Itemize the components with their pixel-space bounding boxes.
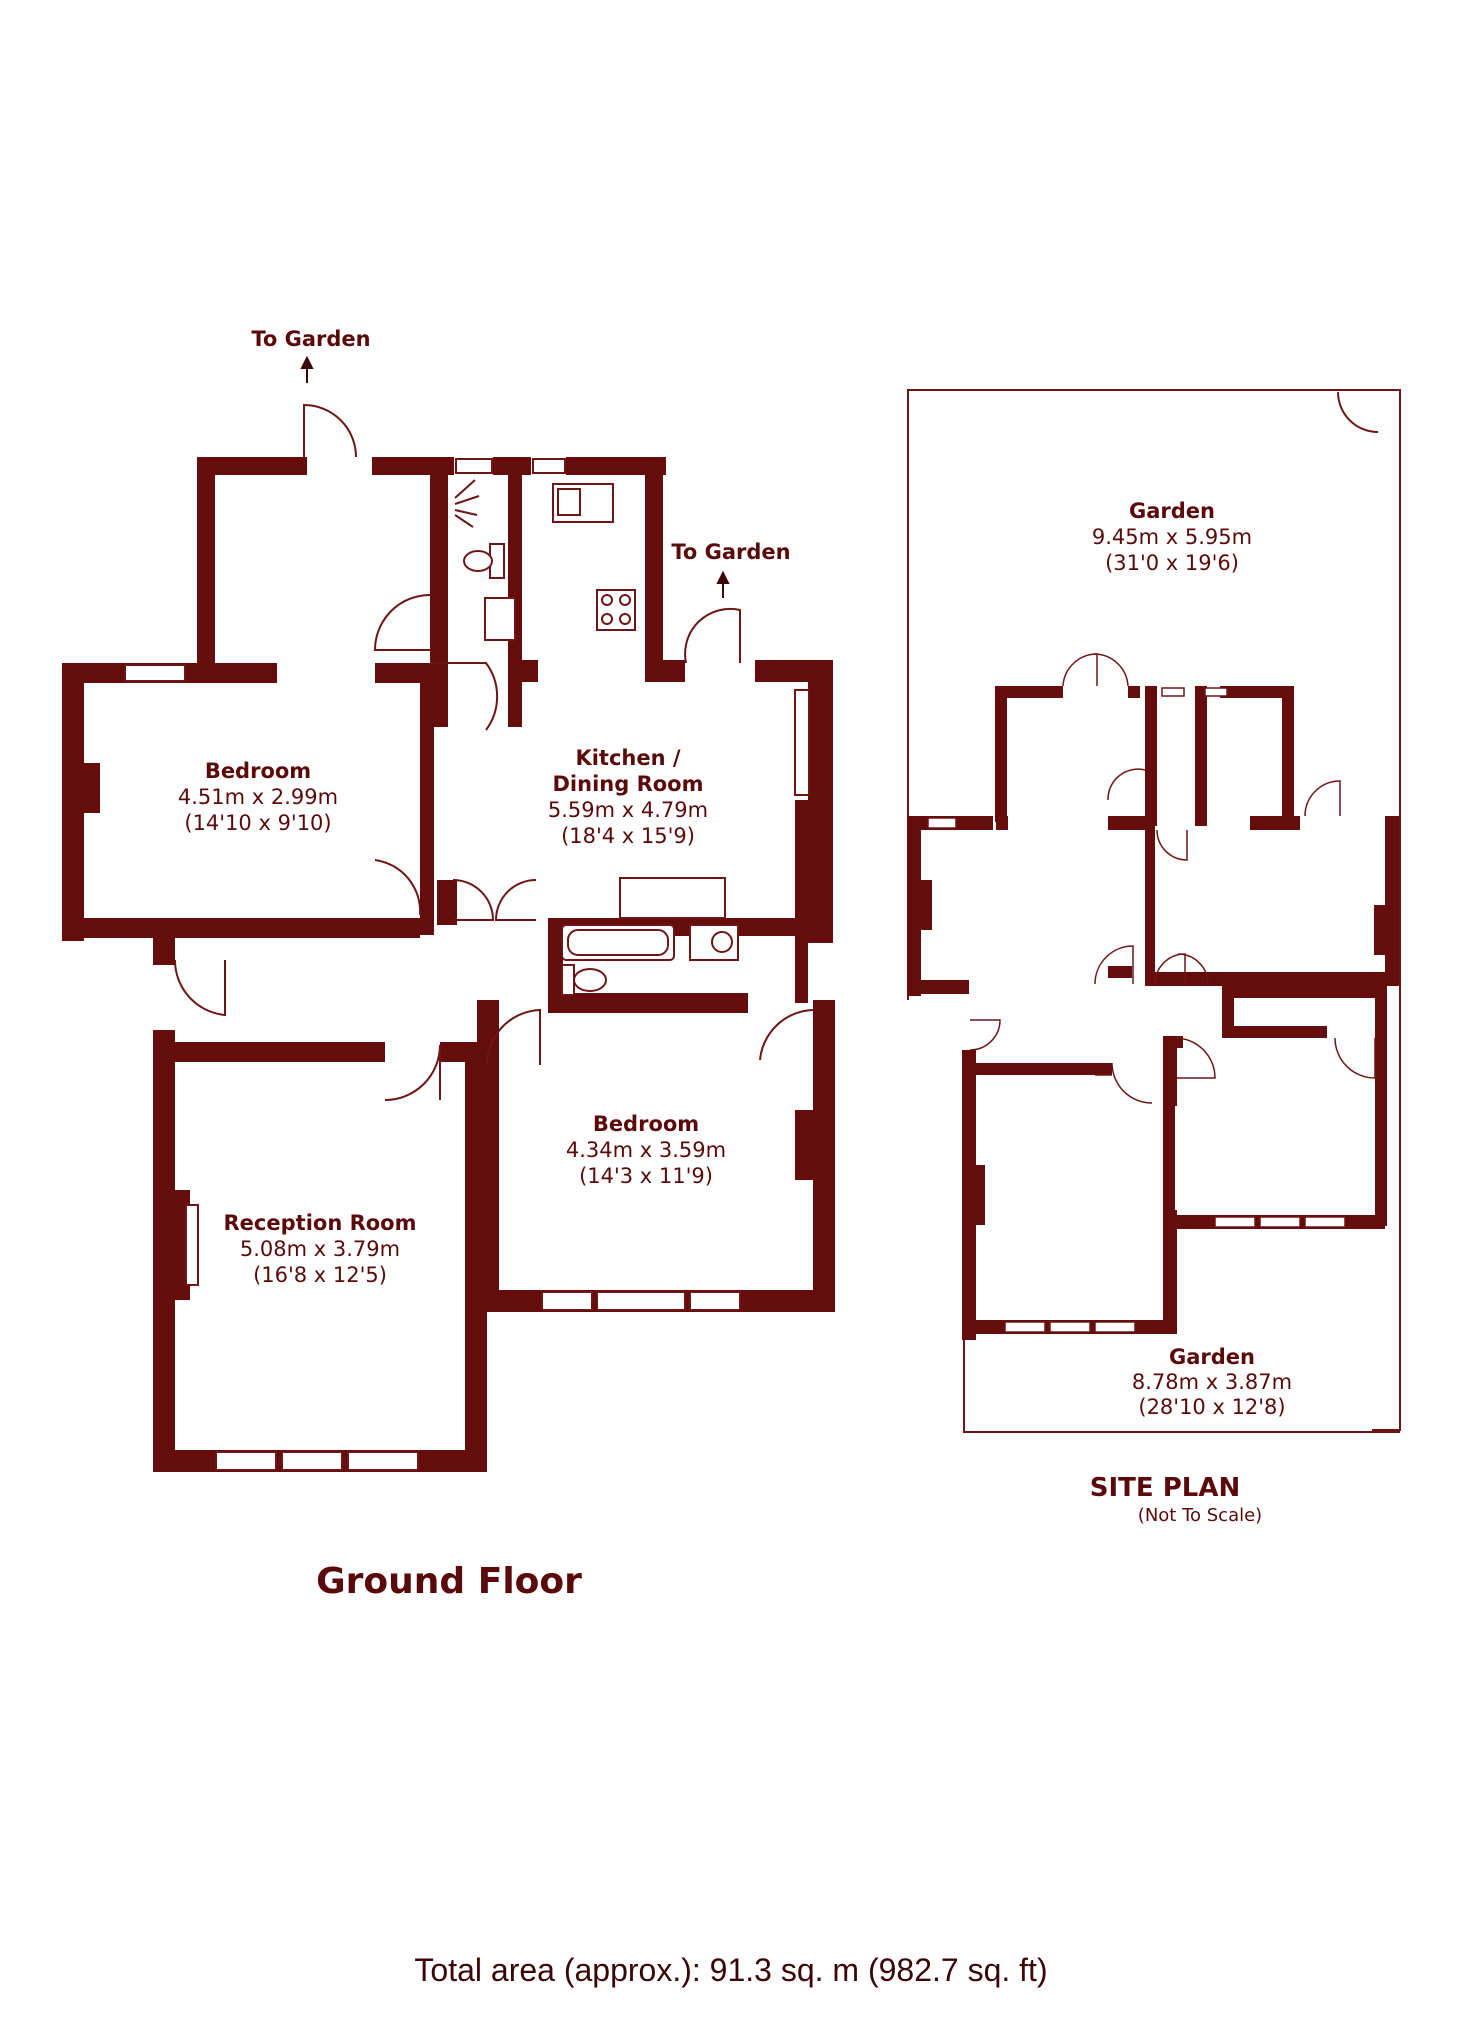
window [532, 458, 566, 474]
chimney-breast [619, 877, 726, 919]
kitchen-name-line2: Dining Room [553, 772, 704, 796]
front-garden-boundary [963, 1340, 1400, 1433]
door-arc [374, 859, 422, 916]
to-garden-arrows [300, 355, 730, 598]
window [455, 458, 493, 474]
sink-basin-icon [557, 488, 581, 516]
site-plan-note: (Not To Scale) [1138, 1505, 1262, 1526]
window [689, 1291, 741, 1311]
door-arc [303, 403, 357, 458]
garden-front-imperial: (28'10 x 12'8) [1138, 1395, 1285, 1419]
door-arc [373, 594, 431, 651]
ground-floor-details [124, 403, 814, 1471]
site-plan [907, 389, 1401, 1433]
window [347, 1451, 419, 1471]
window [596, 1291, 686, 1311]
window [124, 664, 186, 682]
garden-rear-name: Garden [1129, 499, 1215, 523]
door-arc [759, 1009, 814, 1061]
garden-front-name: Garden [1169, 1345, 1255, 1369]
door-arc [486, 1008, 541, 1066]
reception-walls [153, 935, 487, 1472]
center-walls [372, 457, 833, 1013]
door-arc [384, 1044, 441, 1101]
bedroom-1-imperial: (14'10 x 9'10) [184, 811, 331, 835]
kitchen-name-line1: Kitchen / [575, 746, 680, 770]
door-arc [684, 607, 741, 664]
window [794, 689, 810, 796]
kitchen-metric: 5.59m x 4.79m [548, 798, 708, 822]
garden-front-metric: 8.78m x 3.87m [1132, 1370, 1292, 1394]
window [541, 1291, 593, 1311]
door-arc [452, 879, 495, 921]
kitchen-imperial: (18'4 x 15'9) [561, 824, 695, 848]
total-area: Total area (approx.): 91.3 sq. m (982.7 … [414, 1952, 1048, 1988]
bedroom-2-metric: 4.34m x 3.59m [566, 1138, 726, 1162]
window [281, 1451, 343, 1471]
door-arc [173, 959, 226, 1017]
bedroom-1-metric: 4.51m x 2.99m [178, 785, 338, 809]
bedroom-2-imperial: (14'3 x 11'9) [579, 1164, 713, 1188]
shower-icon [454, 479, 480, 528]
window [185, 1204, 199, 1286]
reception-name: Reception Room [224, 1211, 417, 1235]
bedroom-2-name: Bedroom [593, 1112, 699, 1136]
bedroom-1-name: Bedroom [205, 759, 311, 783]
garden-rear-metric: 9.45m x 5.95m [1092, 525, 1252, 549]
bedroom-1-walls [62, 457, 434, 941]
reception-metric: 5.08m x 3.79m [240, 1237, 400, 1261]
site-plan-title: SITE PLAN [1090, 1473, 1240, 1503]
door-arc [430, 662, 499, 731]
door-arc [494, 879, 537, 921]
to-garden-label-1: To Garden [251, 327, 370, 351]
rear-garden-boundary [907, 389, 1380, 1000]
toilet-icon [561, 964, 575, 996]
garden-rear-imperial: (31'0 x 19'6) [1105, 551, 1239, 575]
window [215, 1451, 277, 1471]
ground-floor-title: Ground Floor [316, 1561, 582, 1602]
reception-imperial: (16'8 x 12'5) [253, 1263, 387, 1287]
to-garden-label-2: To Garden [671, 540, 790, 564]
basin-icon [484, 597, 516, 641]
ground-floor-plan [62, 457, 835, 1472]
